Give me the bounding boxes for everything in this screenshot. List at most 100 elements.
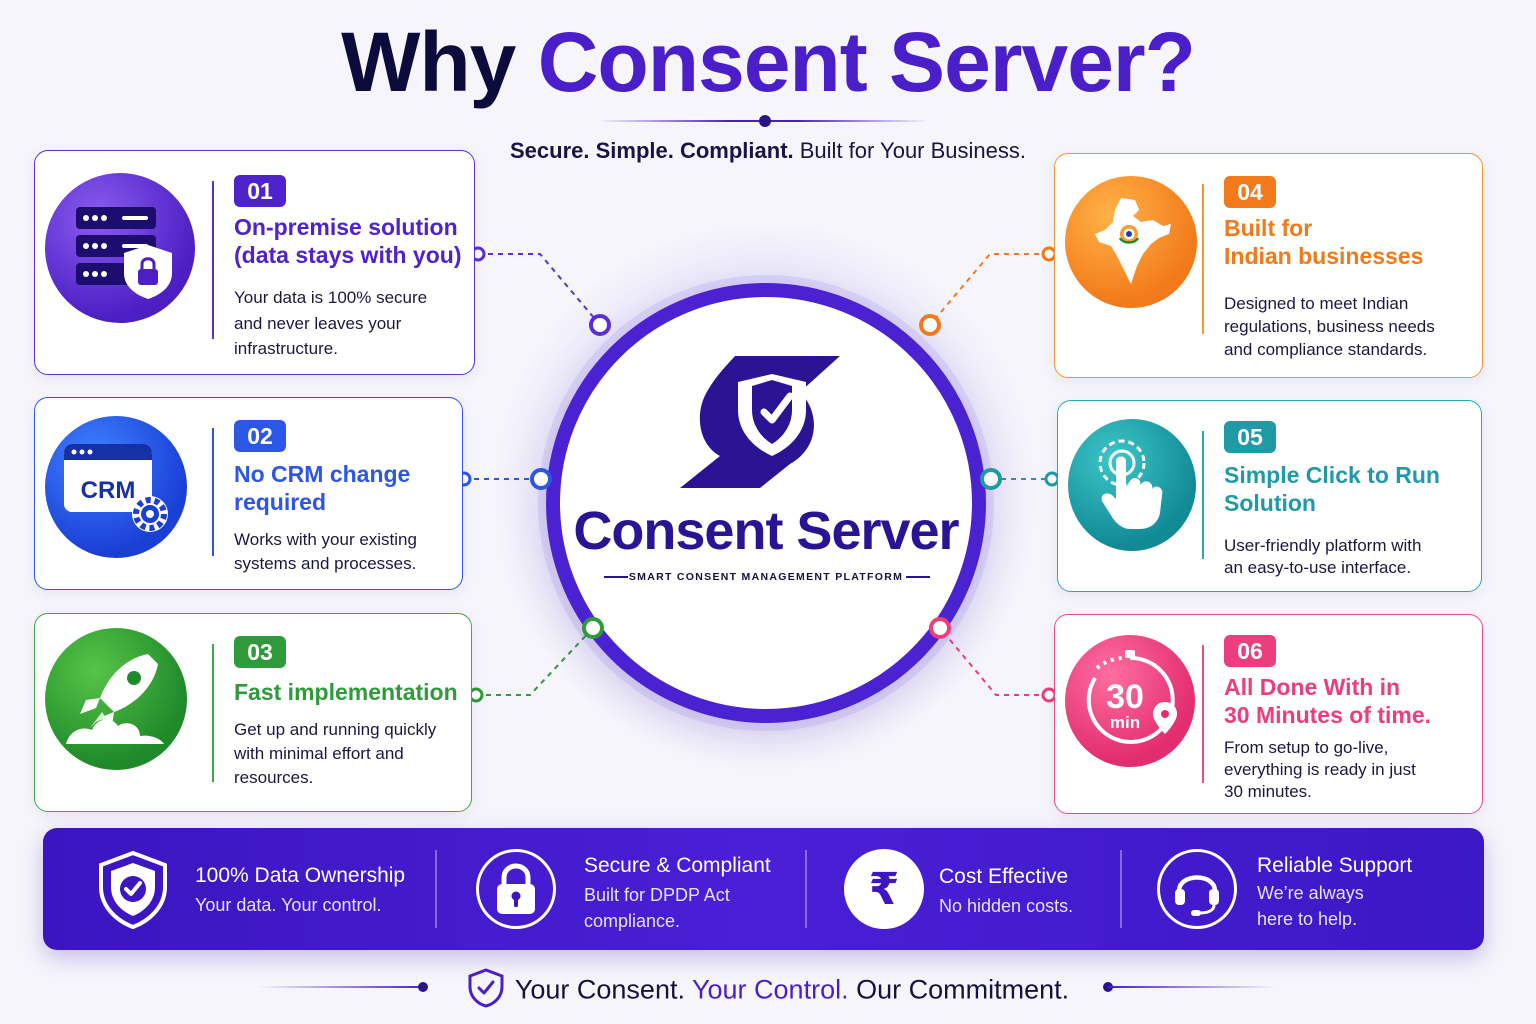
tagline-bold: Secure. Simple. Compliant. bbox=[510, 138, 794, 163]
server-lock-icon bbox=[45, 173, 195, 323]
crm-icon-label: CRM bbox=[81, 477, 136, 504]
benefit-subtitle: Your data. Your control. bbox=[195, 892, 381, 918]
card-divider bbox=[212, 181, 214, 339]
card-divider bbox=[1202, 184, 1204, 334]
card-description-line: regulations, business needs bbox=[1224, 317, 1435, 336]
card-heading-line: On-premise solution bbox=[234, 214, 458, 240]
card-number: 02 bbox=[234, 420, 286, 452]
card-description-line: Works with your existing bbox=[234, 530, 417, 549]
benefit-title: 100% Data Ownership bbox=[195, 864, 406, 887]
card-description-line: 30 minutes. bbox=[1224, 782, 1312, 801]
card-description-line: an easy-to-use interface. bbox=[1224, 558, 1412, 577]
benefit-title: Secure & Compliant bbox=[584, 854, 771, 877]
brand-tag-line-left bbox=[604, 576, 628, 578]
card-heading-line: Solution bbox=[1224, 490, 1316, 516]
card-description-line: Your data is 100% secure bbox=[234, 288, 428, 307]
benefit-subtitle-line: No hidden costs. bbox=[939, 896, 1074, 916]
card-description-line: User-friendly platform with bbox=[1224, 536, 1422, 555]
benefit-subtitle: We’re always here to help. bbox=[1257, 880, 1364, 932]
tagline: Secure. Simple. Compliant. Built for You… bbox=[0, 138, 1536, 164]
title-prefix: Why bbox=[341, 15, 538, 109]
card-heading-line: Simple Click to Run bbox=[1224, 462, 1440, 488]
timer-number: 30 bbox=[1106, 678, 1144, 716]
card-heading: Simple Click to Run Solution bbox=[1224, 461, 1474, 517]
card-divider bbox=[1202, 431, 1204, 559]
card-divider bbox=[1202, 645, 1204, 783]
card-divider bbox=[212, 428, 214, 556]
rupee-icon: ₹ bbox=[844, 849, 924, 929]
card-heading: No CRM change required bbox=[234, 460, 454, 516]
card-number: 01 bbox=[234, 175, 286, 207]
title-accent: Consent Server? bbox=[537, 15, 1196, 109]
card-description-line: and never leaves your bbox=[234, 313, 402, 333]
card-number: 03 bbox=[234, 636, 286, 668]
brand-tag-line-right bbox=[906, 576, 930, 578]
brand-tagline: SMART CONSENT MANAGEMENT PLATFORM bbox=[628, 571, 904, 583]
footer-part-3: Our Commitment. bbox=[848, 974, 1070, 1005]
card-description-line: resources. bbox=[234, 768, 314, 787]
card-heading: All Done With in 30 Minutes of time. bbox=[1224, 673, 1474, 729]
feature-card-05: 05 Simple Click to Run Solution User-fri… bbox=[1057, 400, 1482, 592]
card-description-line: and compliance standards. bbox=[1224, 340, 1428, 359]
card-description: Works with your existing systems and pro… bbox=[234, 528, 454, 576]
footer-line-left bbox=[258, 986, 426, 988]
card-heading-line: Indian businesses bbox=[1224, 243, 1424, 269]
headset-icon bbox=[1157, 849, 1237, 929]
footer-part-2: Your Control. bbox=[691, 974, 849, 1005]
benefit-secure-compliant: Secure & Compliant Built for DPDP Act co… bbox=[438, 828, 808, 950]
card-number: 05 bbox=[1224, 421, 1276, 453]
card-description: Get up and running quickly with minimal … bbox=[234, 718, 464, 790]
benefit-subtitle-line: compliance. bbox=[584, 911, 681, 931]
card-description: Your data is 100% secure and never leave… bbox=[234, 285, 464, 362]
footer-part-1: Your Consent. bbox=[514, 974, 692, 1005]
tap-hand-icon bbox=[1068, 419, 1196, 551]
page-title: Why Consent Server? bbox=[0, 14, 1536, 111]
card-description-line: From setup to go-live, bbox=[1224, 738, 1389, 757]
card-number: 06 bbox=[1224, 635, 1276, 667]
feature-card-03: 03 Fast implementation Get up and runnin… bbox=[34, 613, 472, 812]
card-heading-line: All Done With in bbox=[1224, 674, 1401, 700]
benefit-subtitle-line: We’re always bbox=[1257, 883, 1364, 903]
card-description-line: with minimal effort and bbox=[234, 744, 404, 763]
card-heading: Built for Indian businesses bbox=[1224, 214, 1474, 270]
feature-card-01: 01 On-premise solution (data stays with … bbox=[34, 150, 475, 375]
card-number: 04 bbox=[1224, 176, 1276, 208]
shield-check-icon bbox=[93, 849, 173, 929]
card-heading-line: No CRM change bbox=[234, 461, 411, 487]
card-heading: Fast implementation bbox=[234, 678, 464, 706]
card-heading-line: 30 Minutes of time. bbox=[1224, 702, 1432, 728]
card-description: Designed to meet Indian regulations, bus… bbox=[1224, 292, 1474, 361]
card-heading-line: Fast implementation bbox=[234, 679, 458, 705]
timer-30-min-icon: 30 min bbox=[1065, 635, 1195, 767]
card-heading: On-premise solution (data stays with you… bbox=[234, 213, 474, 269]
banner-divider bbox=[435, 850, 437, 928]
title-divider-dot bbox=[759, 115, 771, 127]
banner-divider bbox=[805, 850, 807, 928]
card-heading-line: required bbox=[234, 489, 327, 515]
footer-dot-left bbox=[418, 982, 428, 992]
benefit-subtitle: Built for DPDP Act compliance. bbox=[584, 882, 730, 934]
benefit-subtitle: No hidden costs. bbox=[939, 893, 1073, 919]
benefit-subtitle-line: here to help. bbox=[1257, 909, 1358, 929]
padlock-icon bbox=[476, 849, 556, 929]
card-description: User-friendly platform with an easy-to-u… bbox=[1224, 535, 1474, 579]
card-heading-line: Built for bbox=[1224, 215, 1313, 241]
benefit-subtitle-line: Built for DPDP Act bbox=[584, 885, 730, 905]
feature-card-06: 30 min 06 All Done With in 30 Minutes of… bbox=[1054, 614, 1483, 814]
card-description: From setup to go-live, everything is rea… bbox=[1224, 737, 1474, 803]
banner-divider bbox=[1120, 850, 1122, 928]
card-description-line: Designed to meet Indian bbox=[1224, 294, 1409, 313]
footer-slogan: Your Consent. Your Control. Our Commitme… bbox=[0, 968, 1536, 1015]
benefit-cost-effective: ₹ Cost Effective No hidden costs. bbox=[808, 828, 1123, 950]
benefit-subtitle-line: Your data. Your control. bbox=[195, 895, 382, 915]
rocket-icon bbox=[45, 628, 187, 770]
card-description-line: Get up and running quickly bbox=[234, 720, 437, 739]
timer-unit: min bbox=[1110, 713, 1140, 732]
footer-shield-icon bbox=[467, 968, 505, 1015]
benefit-title: Cost Effective bbox=[939, 865, 1069, 888]
card-description-line: everything is ready in just bbox=[1224, 760, 1416, 779]
feature-card-02: CRM 02 No CRM change required Works with… bbox=[34, 397, 463, 590]
benefit-data-ownership: 100% Data Ownership Your data. Your cont… bbox=[43, 828, 438, 950]
feature-card-04: 04 Built for Indian businesses Designed … bbox=[1054, 153, 1483, 378]
crm-gear-icon: CRM bbox=[45, 416, 187, 558]
